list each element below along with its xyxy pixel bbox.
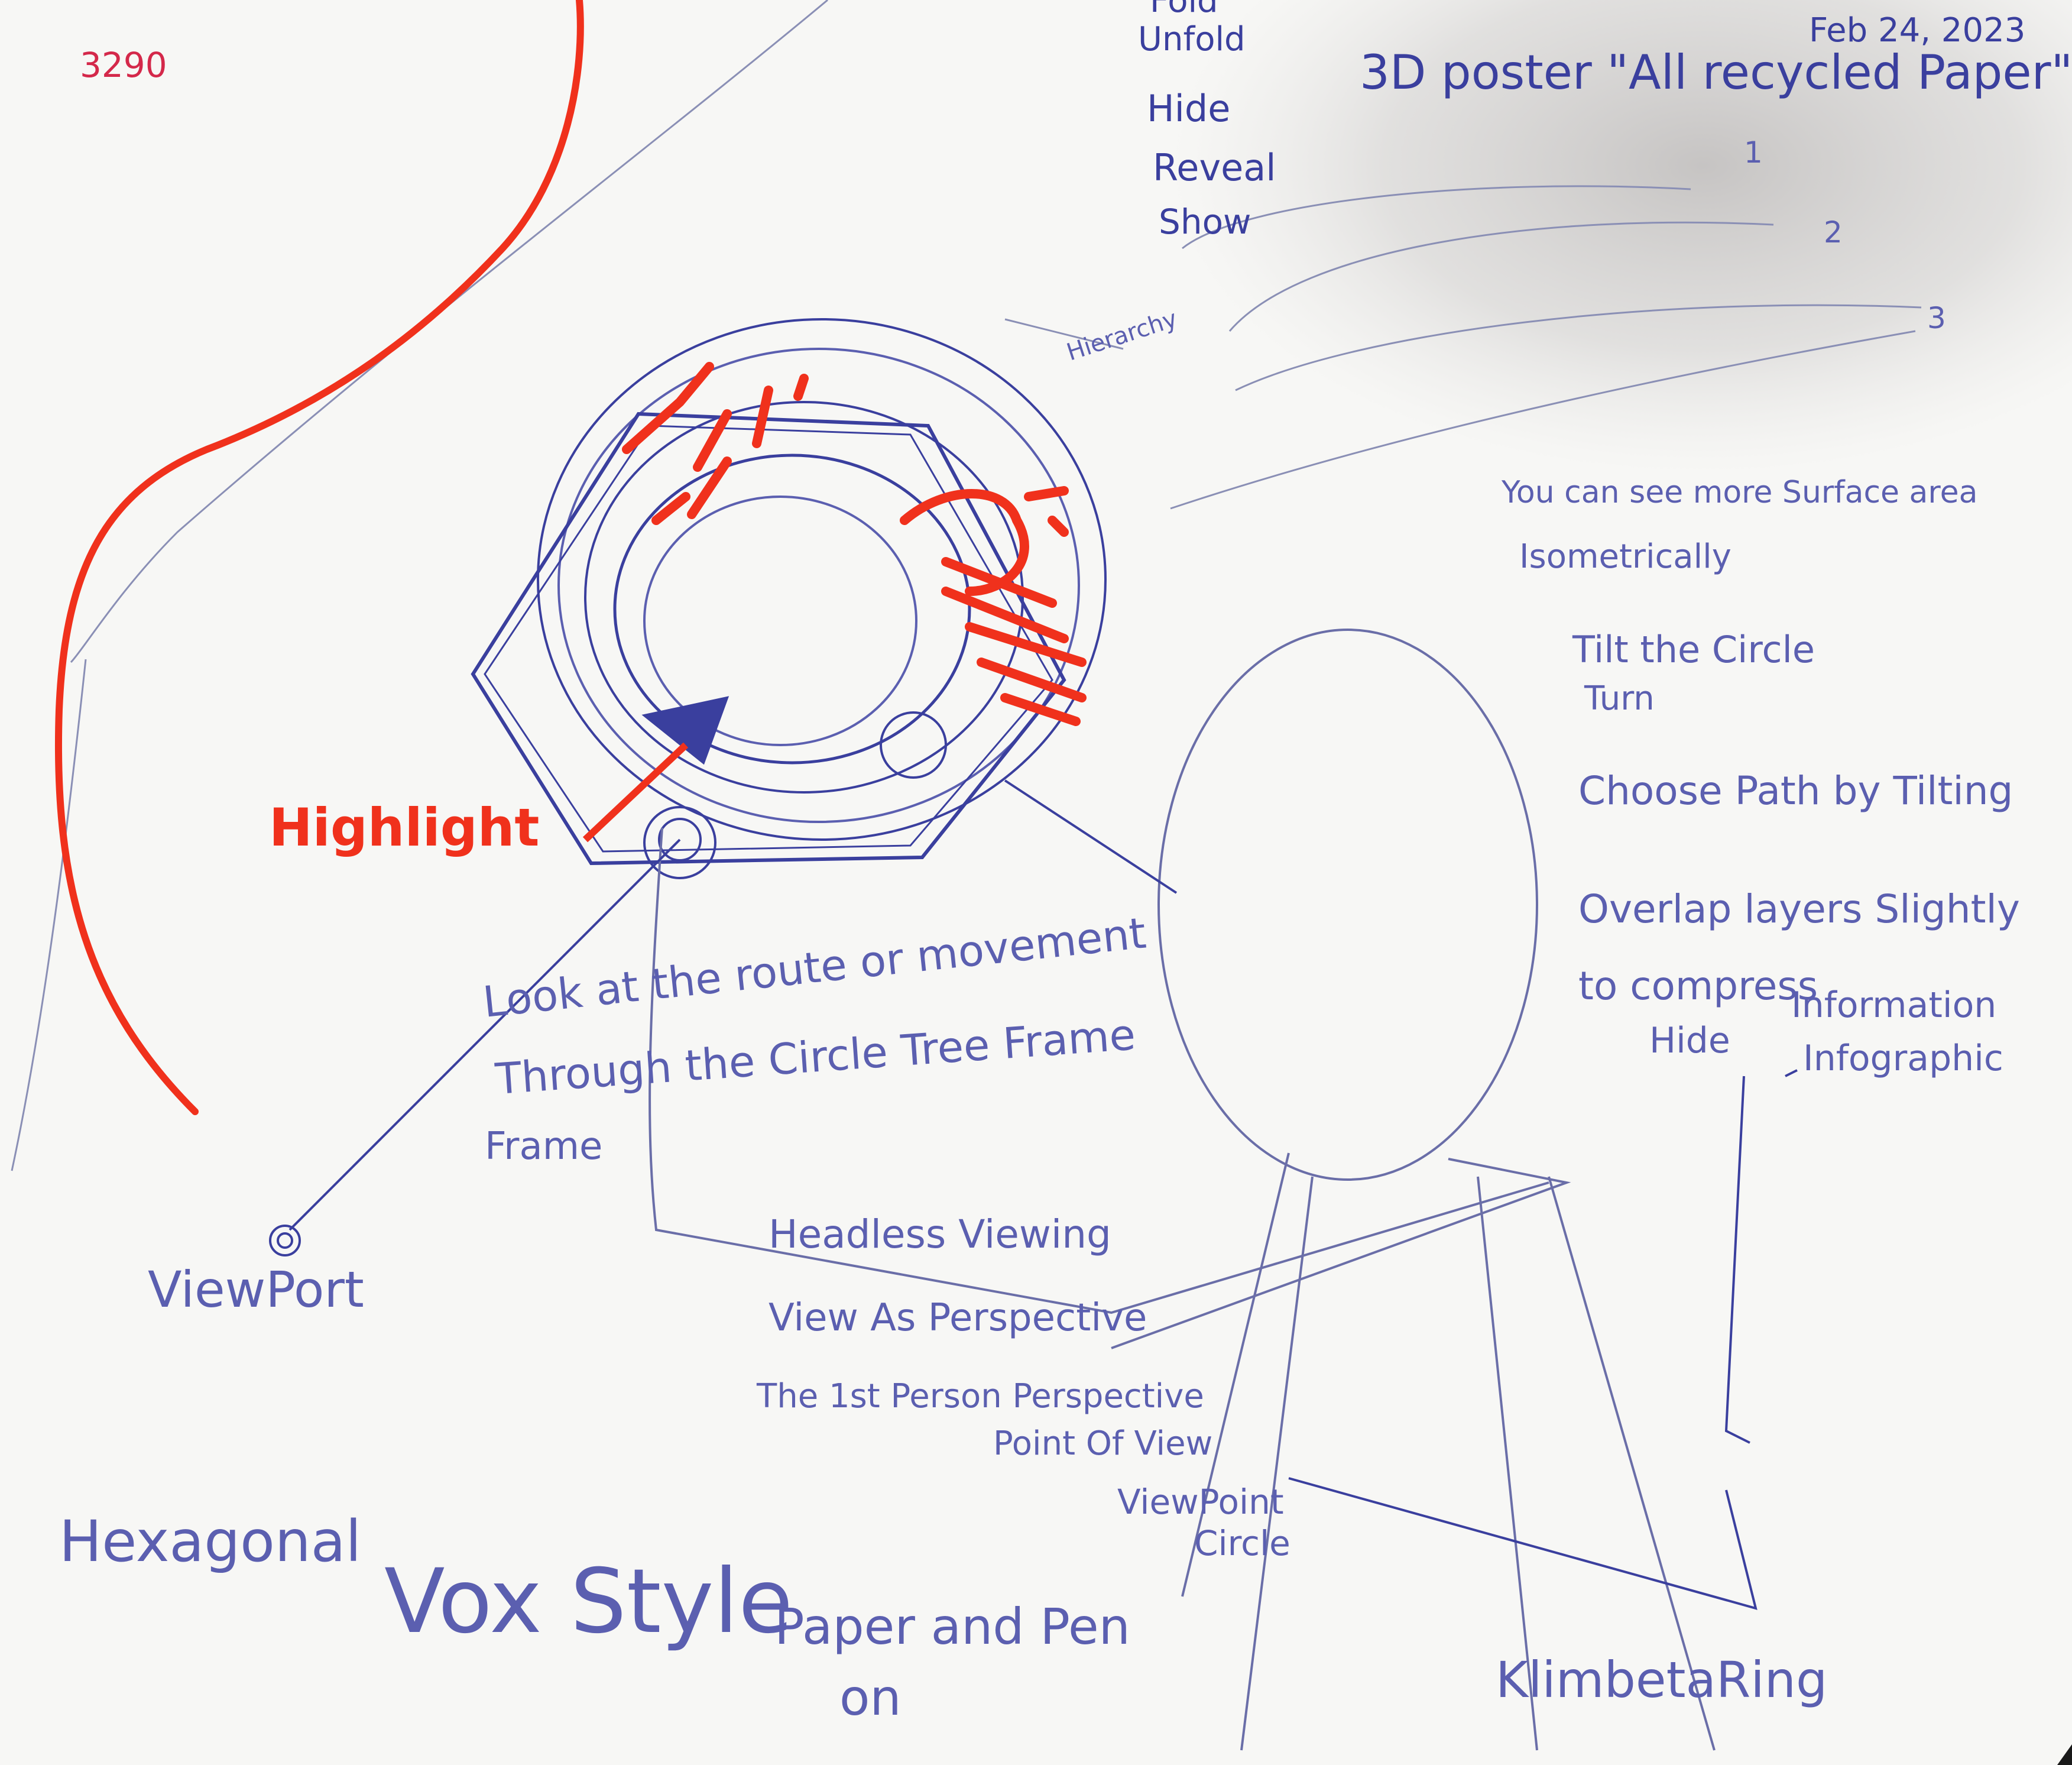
paper-shadow <box>1170 0 2072 473</box>
view-as-perspective-note: View As Perspective <box>769 1296 1147 1340</box>
pencil-background-strokes <box>11 0 1922 1171</box>
point-of-view-note: Point Of View <box>993 1424 1212 1463</box>
verb-unfold: Unfold <box>1138 20 1246 59</box>
turn-note: Turn <box>1584 679 1655 718</box>
vox-style-label: Vox Style <box>384 1550 793 1653</box>
frame-note: Frame <box>485 1125 602 1168</box>
page-number: 3290 <box>80 45 167 85</box>
arrow-shaft <box>582 742 689 843</box>
tilt-note: Tilt the Circle <box>1572 628 1815 671</box>
verb-show: Show <box>1159 202 1251 242</box>
oval-figure <box>648 629 1716 1751</box>
viewpoint-note: ViewPoint <box>1117 1482 1284 1522</box>
list-mark-1: 1 <box>1744 135 1763 170</box>
information-note: Information <box>1791 984 1996 1026</box>
choose-path-note: Choose Path by Tilting <box>1578 768 2013 814</box>
red-marker-curve <box>54 0 584 1115</box>
viewport-label: ViewPort <box>148 1261 364 1319</box>
circle-note: Circle <box>1194 1523 1290 1563</box>
list-mark-3: 3 <box>1927 301 1946 335</box>
poster-title: 3D poster "All recycled Paper" <box>1360 45 2072 100</box>
red-highlight-marks <box>622 362 1087 726</box>
headless-viewing-note: Headless Viewing <box>769 1212 1111 1257</box>
hide-note: Hide <box>1649 1020 1730 1061</box>
infographic-note: Infographic <box>1803 1038 2003 1079</box>
hexagonal-label: Hexagonal <box>59 1508 361 1575</box>
list-mark-2: 2 <box>1824 215 1843 250</box>
verb-reveal: Reveal <box>1153 146 1276 189</box>
verb-hide: Hide <box>1147 87 1230 130</box>
on-label: on <box>839 1669 902 1727</box>
ring-label: KlimbetaRing <box>1496 1651 1827 1709</box>
paper-and-pen-label: Paper and Pen <box>774 1598 1130 1656</box>
circle-tree-frame <box>471 318 1107 879</box>
date-note: Feb 24, 2023 <box>1809 11 2025 50</box>
verb-fold: Fold <box>1150 0 1218 20</box>
overlap-note: Overlap layers Slightly <box>1578 886 2020 932</box>
compress-note: to compress <box>1578 963 1818 1009</box>
surface-note: You can see more Surface area <box>1501 475 1978 510</box>
direction-arrow <box>641 696 729 765</box>
connector-lines <box>269 779 1798 1610</box>
isometric-note: Isometrically <box>1519 537 1731 576</box>
highlight-label: Highlight <box>269 797 540 858</box>
first-person-note: The 1st Person Perspective <box>756 1377 1204 1416</box>
